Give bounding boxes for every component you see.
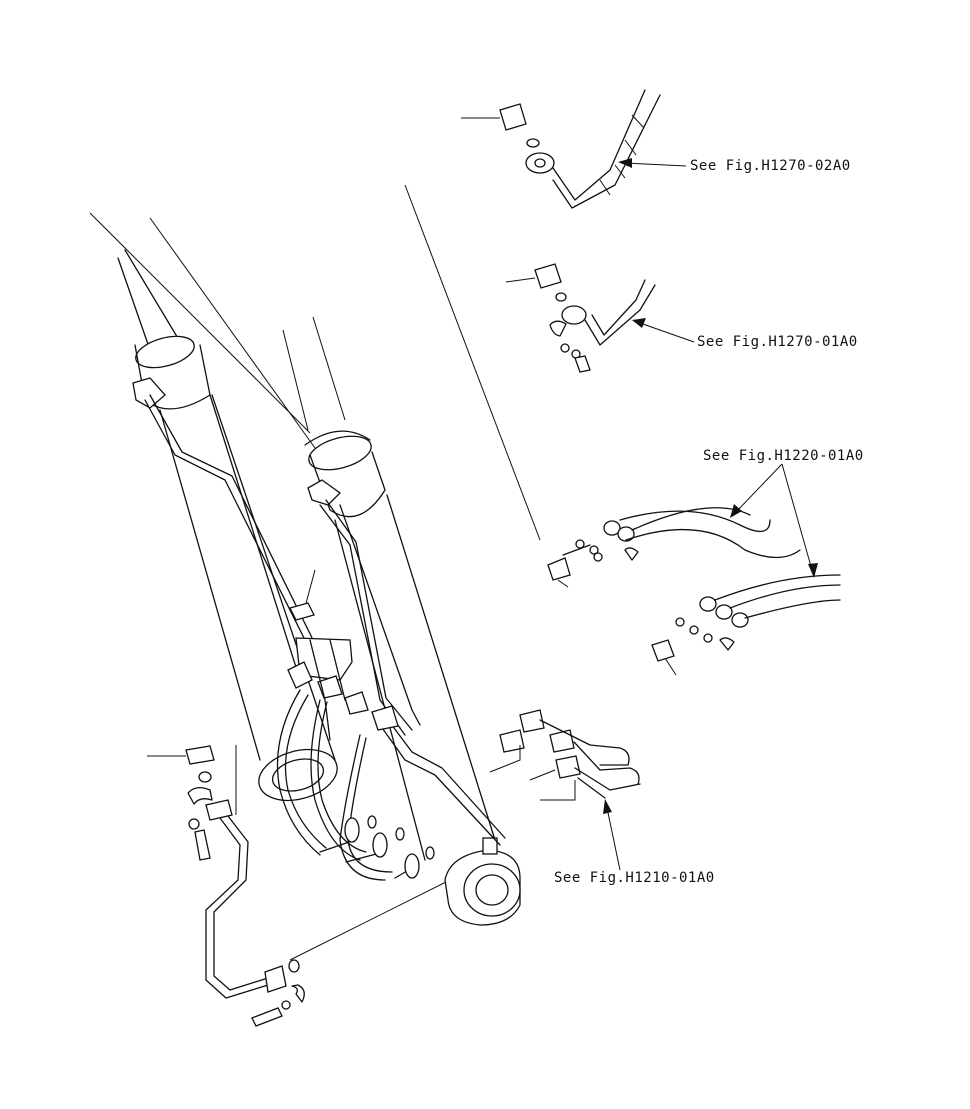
callout-h1270-01a0: See Fig.H1270-01A0 [697, 334, 858, 350]
callout-h1270-02a0: See Fig.H1270-02A0 [690, 158, 851, 174]
right-boom-cylinder [304, 430, 496, 861]
boom-outline-lines [89, 184, 541, 961]
middle-hose-01a0 [534, 263, 656, 373]
callout-h1220-01a0: See Fig.H1220-01A0 [703, 448, 864, 464]
leader-arrows [603, 158, 818, 871]
boom-foot-pivot [444, 837, 521, 926]
base-flanges [344, 815, 435, 879]
left-boom-cylinder [117, 249, 338, 802]
lower-left-pipe-assembly [185, 745, 305, 1027]
pipe-clamp-bracket [287, 602, 399, 741]
lower-right-hose-assembly [489, 709, 641, 801]
upper-hose-02a0 [499, 89, 661, 209]
upper-right-hose-assembly [547, 507, 841, 662]
boom-piping [144, 394, 506, 881]
callout-h1210-01a0: See Fig.H1210-01A0 [554, 870, 715, 886]
